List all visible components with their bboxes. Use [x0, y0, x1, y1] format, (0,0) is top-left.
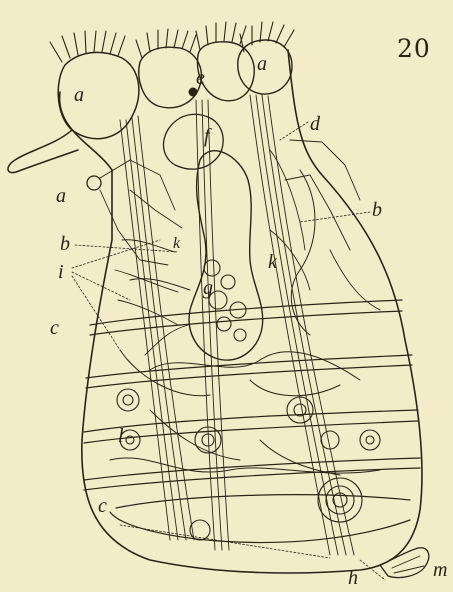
label-b-right: b	[372, 200, 382, 220]
label-g: g	[203, 278, 213, 298]
central-canal	[164, 114, 224, 169]
label-h: h	[348, 568, 358, 588]
label-k-right: k	[268, 252, 277, 272]
right-network	[270, 140, 380, 310]
top-cell-3	[197, 42, 254, 101]
label-k-center: k	[173, 236, 180, 252]
cell-a-left	[87, 176, 101, 190]
label-b-left: b	[60, 234, 70, 254]
transverse-bands	[84, 300, 420, 543]
figure-number: 20	[397, 34, 431, 63]
muscle-bundles	[120, 95, 354, 555]
label-a-left: a	[56, 186, 66, 206]
bottom-appendage-inner	[392, 556, 424, 573]
label-a-top-right: a	[257, 54, 267, 74]
left-process	[8, 130, 78, 173]
label-m: m	[433, 560, 447, 580]
label-c-lower: c	[98, 496, 107, 516]
label-l: l	[118, 426, 124, 446]
organ-g	[189, 151, 263, 360]
coiled-structures	[117, 389, 380, 540]
label-e: e	[196, 68, 205, 88]
label-d: d	[310, 114, 320, 134]
top-cell-2	[139, 47, 202, 108]
label-a-top-left: a	[74, 85, 84, 105]
leader-lines	[72, 122, 385, 580]
body-outline	[60, 50, 422, 573]
label-c-upper: c	[50, 318, 59, 338]
label-i: i	[58, 262, 64, 282]
label-f: f	[204, 126, 210, 146]
dot-e	[189, 88, 197, 96]
